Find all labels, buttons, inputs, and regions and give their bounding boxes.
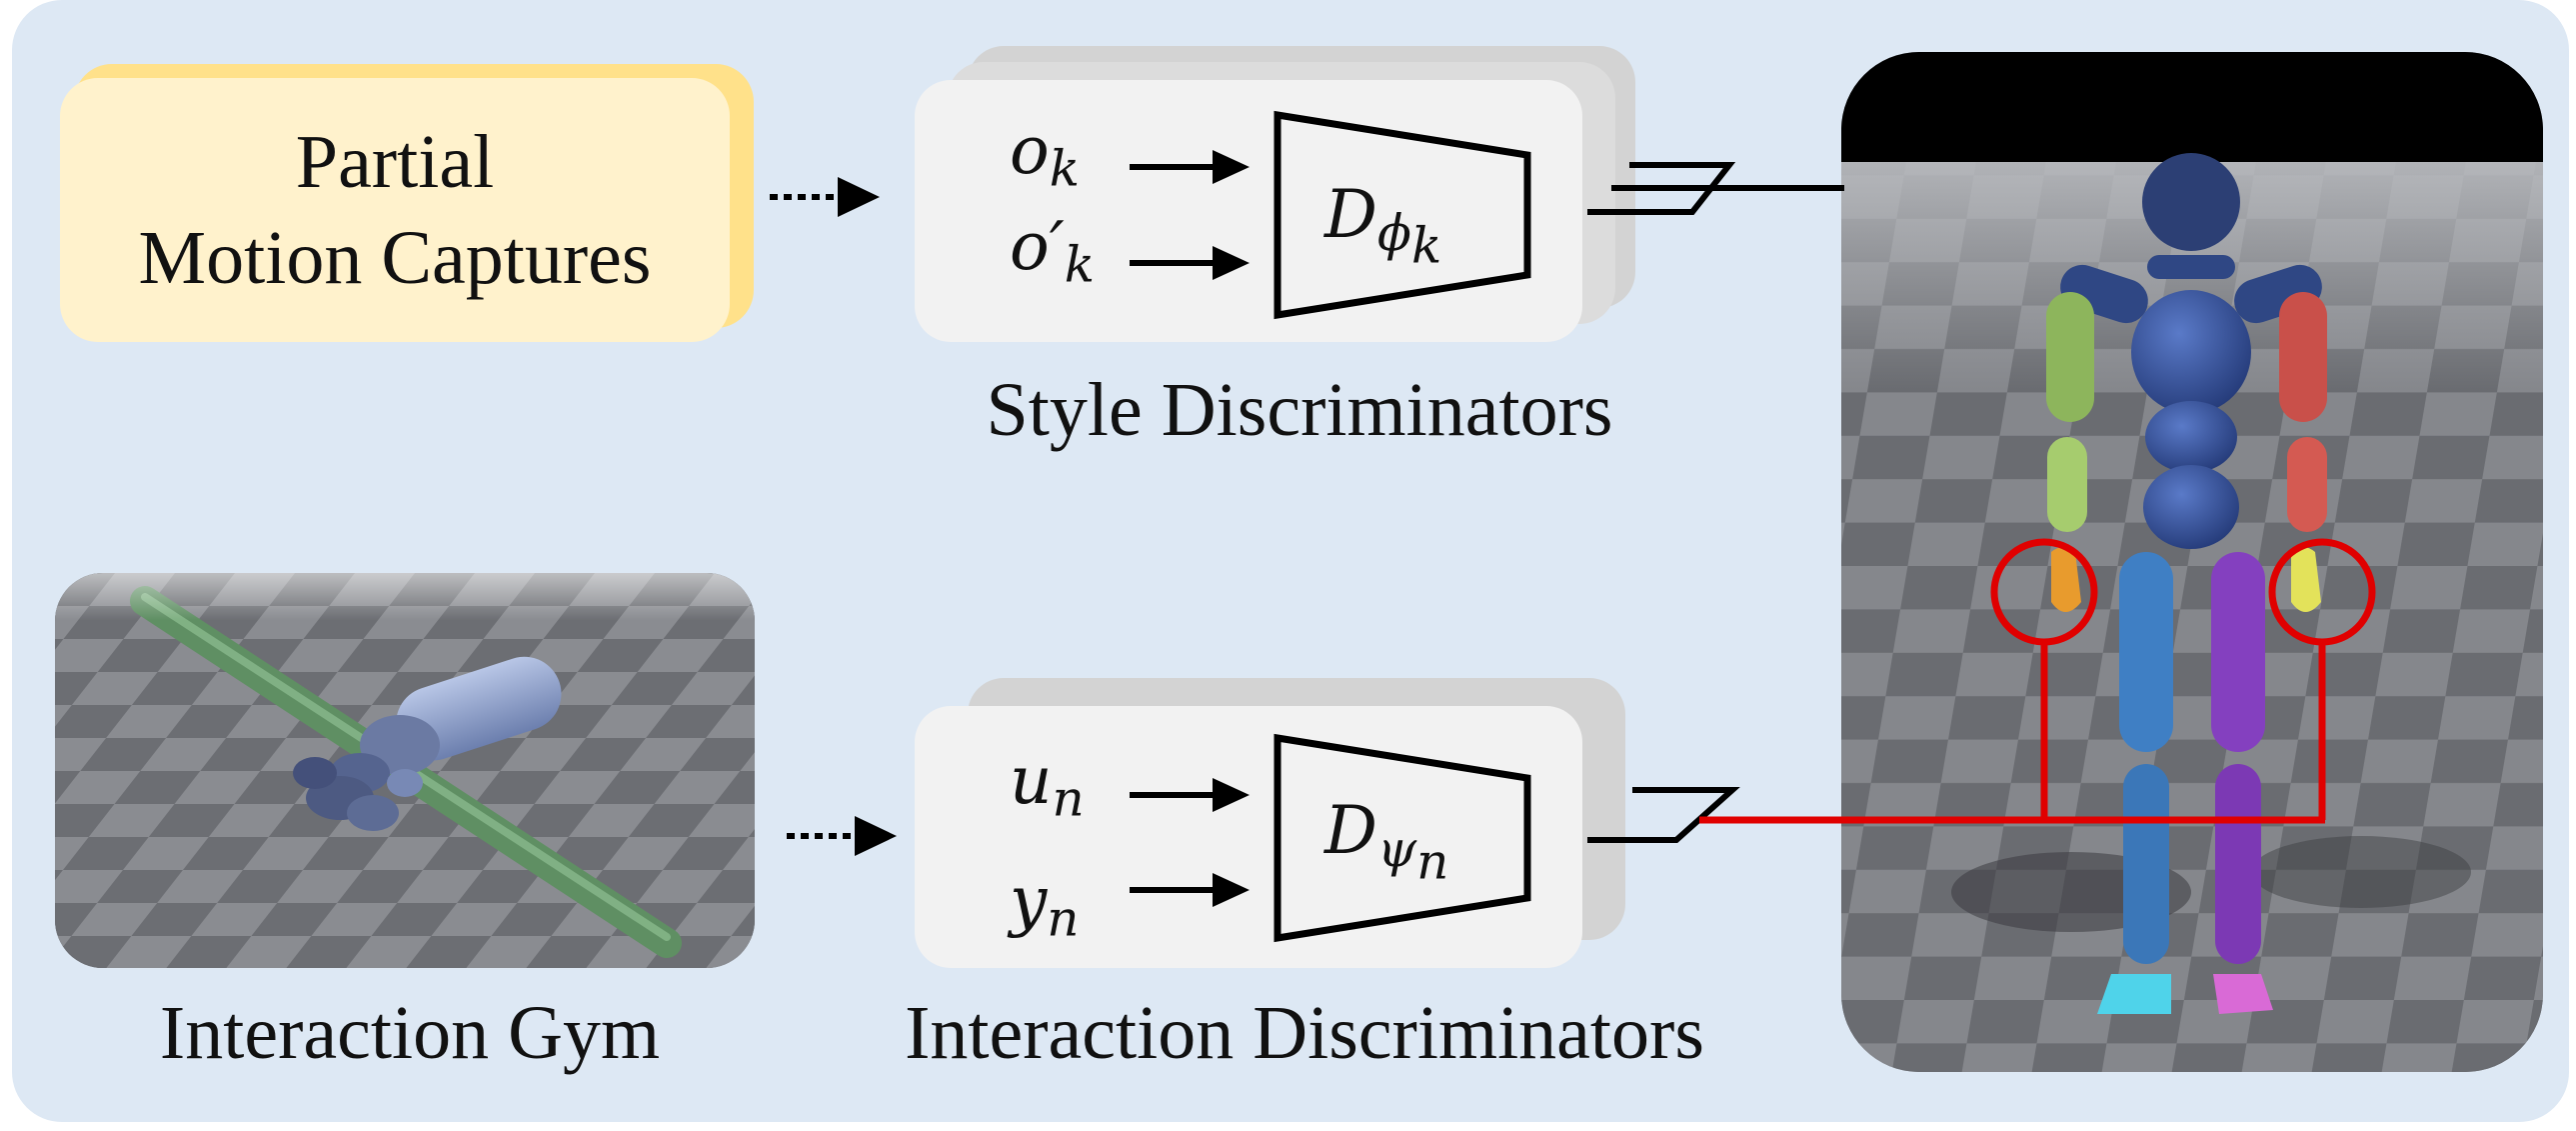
motion-captures-line2: Motion Captures <box>138 216 652 300</box>
left-foot <box>2097 974 2171 1014</box>
style-input-o-prime: o′k <box>1010 208 1096 294</box>
humanoid-character <box>2046 153 2327 1014</box>
left-forearm <box>2047 437 2087 532</box>
interaction-input-y: yn <box>1010 862 1080 948</box>
interaction-input-u: un <box>1010 742 1085 828</box>
left-upper-arm <box>2046 292 2094 422</box>
pelvis <box>2143 465 2239 549</box>
right-forearm <box>2287 437 2327 532</box>
sky <box>1841 52 2543 162</box>
left-shin <box>2123 764 2169 964</box>
style-discriminator-symbol: Dϕk <box>1324 176 1442 274</box>
right-shin <box>2215 764 2261 964</box>
interaction-gym-label: Interaction Gym <box>159 991 661 1075</box>
style-input-o: ok <box>1010 112 1081 198</box>
right-upper-arm <box>2279 292 2327 422</box>
interaction-gym-image <box>55 573 755 968</box>
humanoid-scene <box>1841 52 2543 1072</box>
style-discriminators-label: Style Discriminators <box>986 368 1613 452</box>
right-foot <box>2213 974 2273 1014</box>
motion-captures-line1: Partial <box>295 120 495 204</box>
head <box>2142 153 2240 251</box>
torso <box>2131 290 2251 414</box>
humanoid-scene-image <box>1841 52 2543 1072</box>
interaction-discriminator-symbol: Dψn <box>1324 792 1449 890</box>
motion-captures-card: Partial Motion Captures <box>60 78 730 342</box>
right-thigh <box>2211 552 2265 752</box>
left-thigh <box>2119 552 2173 752</box>
right-hand <box>2291 547 2321 612</box>
left-hand <box>2051 547 2081 612</box>
interaction-gym-scene <box>55 573 755 968</box>
interaction-discriminators-label: Interaction Discriminators <box>905 991 1704 1075</box>
